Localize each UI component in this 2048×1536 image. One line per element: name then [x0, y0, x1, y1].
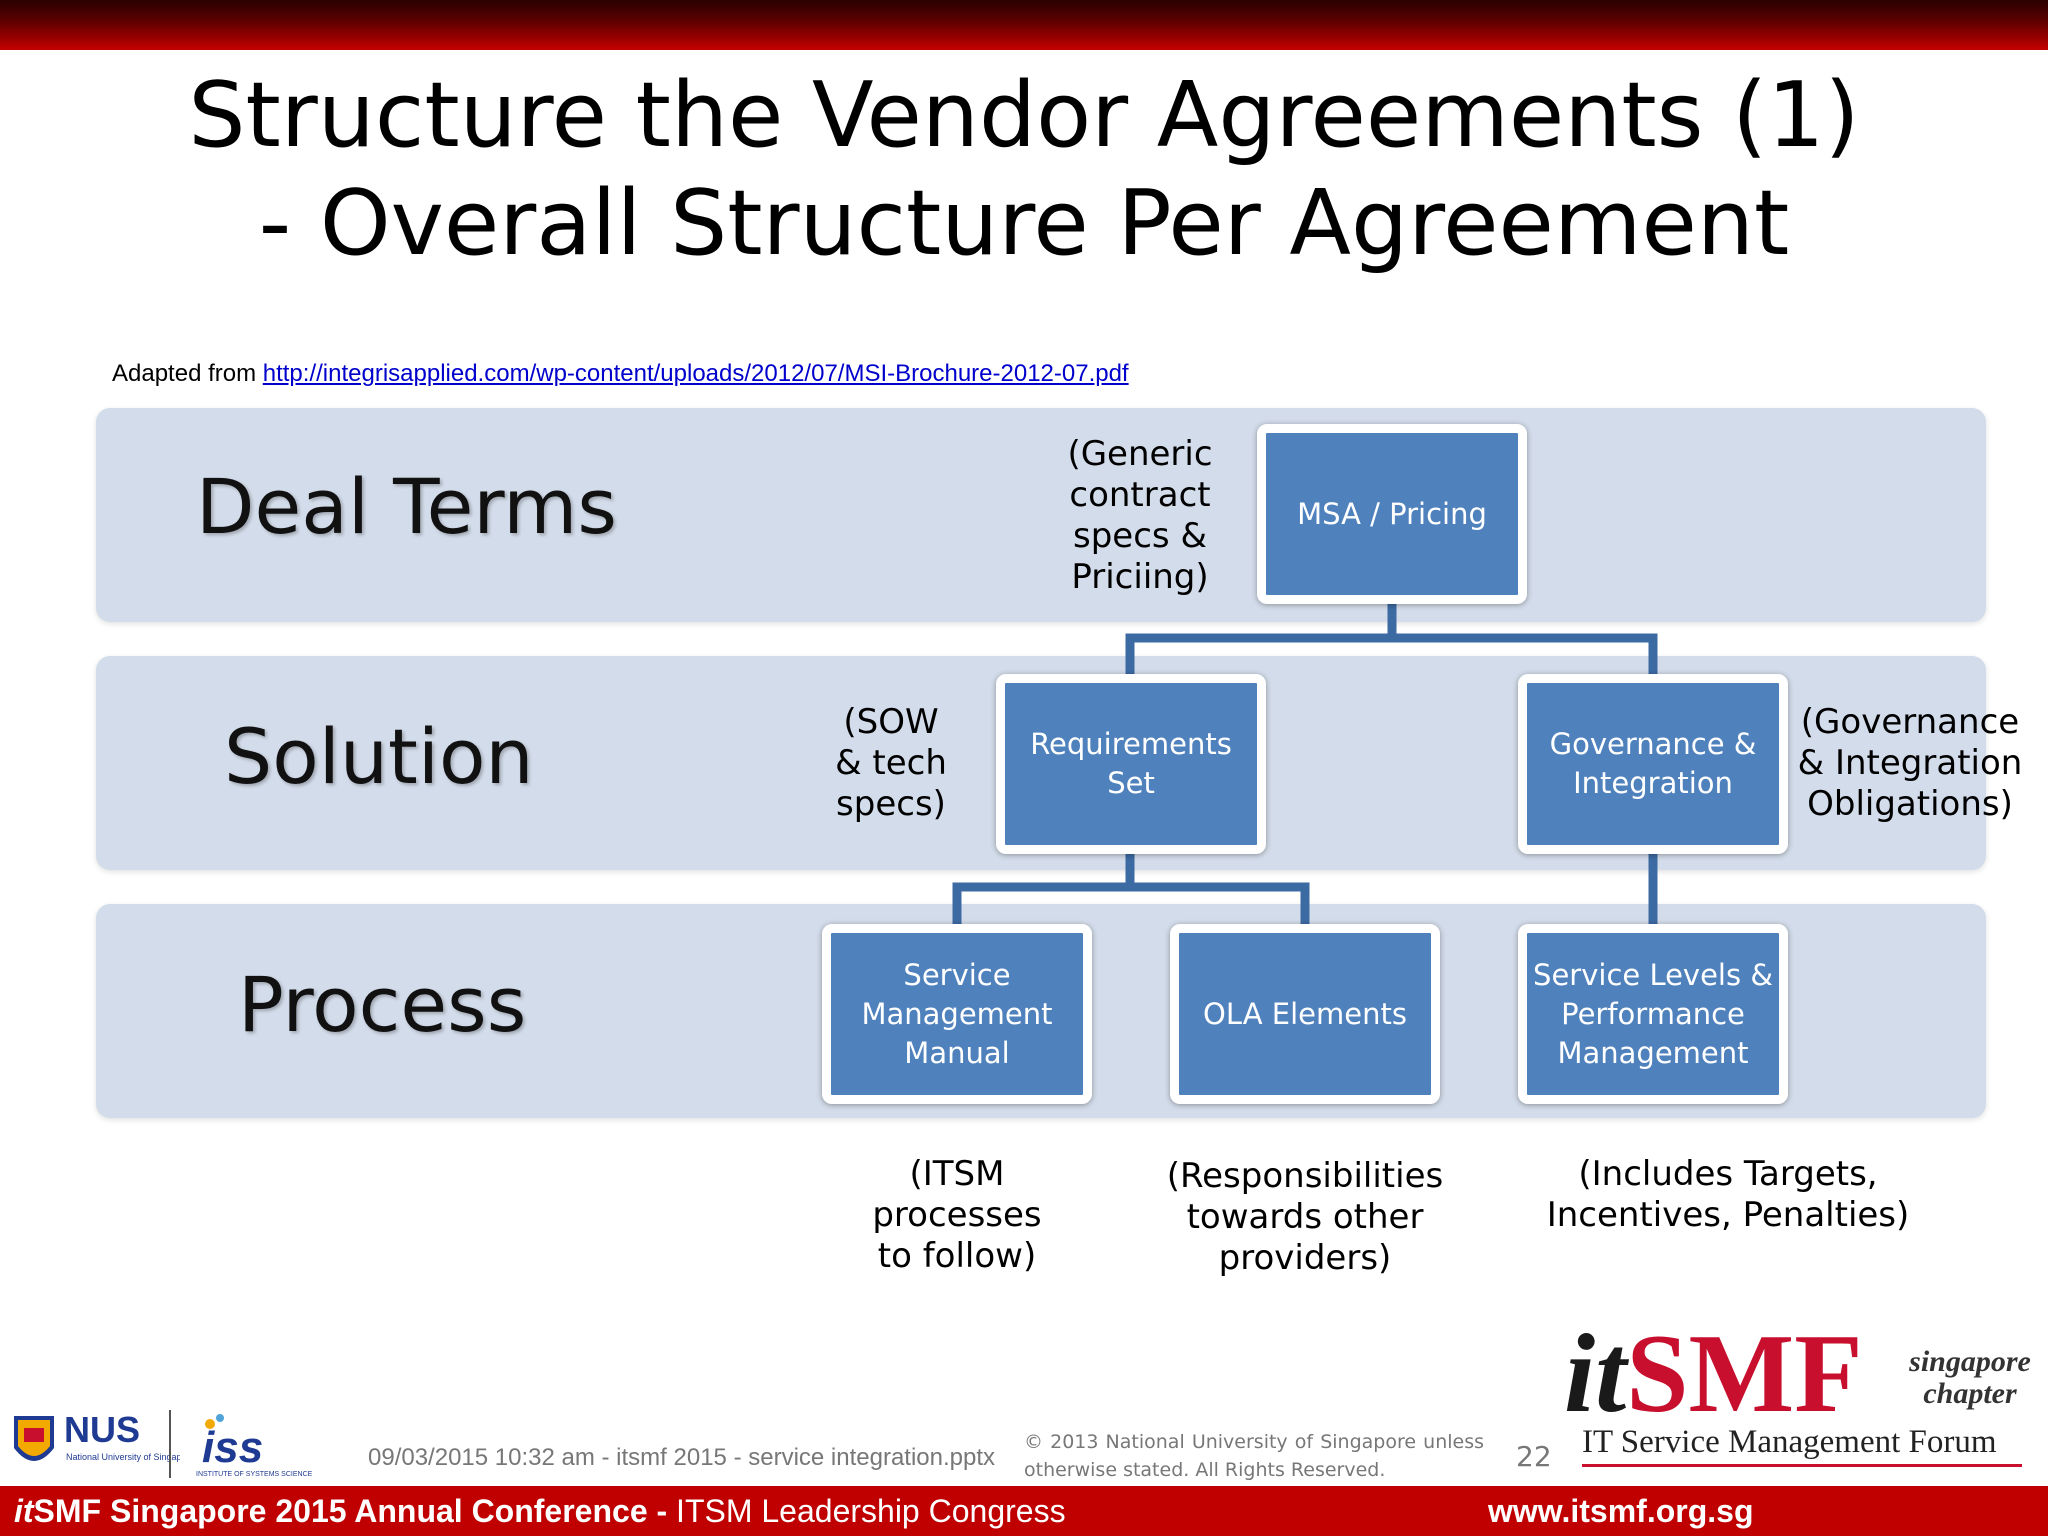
top-accent-bar — [0, 0, 2048, 50]
conference-title: SMF Singapore 2015 Annual Conference - — [33, 1493, 677, 1529]
node-service-levels-label: Service Levels & Performance Management — [1533, 957, 1773, 1070]
itsmf-tagline: IT Service Management Forum — [1582, 1424, 1997, 1460]
iss-logo: iss INSTITUTE OF SYSTEMS SCIENCE — [196, 1414, 313, 1478]
slide-title: Structure the Vendor Agreements (1) - Ov… — [0, 62, 2048, 278]
itsmf-wordmark-smf: SMF — [1626, 1312, 1863, 1436]
conference-name: itSMF Singapore 2015 Annual Conference -… — [14, 1486, 1066, 1536]
node-service-levels: Service Levels & Performance Management — [1518, 924, 1788, 1104]
nus-logo-text: NUS — [64, 1409, 140, 1450]
node-service-management-manual-label: Service Management Manual — [861, 957, 1053, 1070]
itsmf-logo: itSMF singapore chapter IT Service Manag… — [1564, 1318, 2040, 1478]
node-requirements-set-label: Requirements Set — [1030, 727, 1232, 800]
node-msa-pricing-label: MSA / Pricing — [1297, 496, 1487, 531]
node-service-management-manual: Service Management Manual — [822, 924, 1092, 1104]
node-ola-elements: OLA Elements — [1170, 924, 1440, 1104]
itsmf-wordmark-it: it — [1564, 1312, 1627, 1436]
footer-copyright: © 2013 National University of Singapore … — [1024, 1431, 1484, 1481]
node-ola-elements-label: OLA Elements — [1203, 996, 1407, 1031]
node-governance-integration-label: Governance & Integration — [1549, 727, 1757, 800]
band-label-solution: Solution — [224, 712, 534, 801]
slide-page-number: 22 — [1516, 1440, 1552, 1473]
node-requirements-set: Requirements Set — [996, 674, 1266, 854]
title-line-1: Structure the Vendor Agreements (1) — [188, 63, 1860, 168]
conference-it: it — [14, 1493, 34, 1529]
note-service-mgmt: (ITSM processes to follow) — [872, 1154, 1042, 1276]
footer-file-info: 09/03/2015 10:32 am - itsmf 2015 - servi… — [368, 1444, 996, 1471]
band-label-deal-terms: Deal Terms — [196, 462, 617, 551]
nus-logo: NUS National University of Singapore — [14, 1409, 180, 1478]
note-service-levels: (Includes Targets, Incentives, Penalties… — [1546, 1154, 1910, 1235]
title-line-2: - Overall Structure Per Agreement — [258, 171, 1790, 276]
band-label-process: Process — [238, 960, 527, 1049]
source-link[interactable]: http://integrisapplied.com/wp-content/up… — [262, 360, 1129, 387]
note-governance: (Governance & Integration Obligations) — [1797, 702, 2023, 824]
conference-congress: ITSM Leadership Congress — [676, 1493, 1066, 1529]
itsmf-chapter-label: singapore chapter — [1909, 1345, 2031, 1410]
node-msa-pricing: MSA / Pricing — [1257, 424, 1527, 604]
itsmf-underline — [1582, 1464, 2022, 1467]
source-attribution: Adapted from http://integrisapplied.com/… — [112, 360, 1129, 388]
nus-logo-subtext: National University of Singapore — [66, 1452, 180, 1462]
itsmf-wordmark: itSMF — [1564, 1318, 1863, 1430]
website-url: www.itsmf.org.sg — [1488, 1493, 1754, 1529]
note-msa: (Generic contract specs & Priciing) — [1067, 434, 1213, 597]
iss-logo-subtext: INSTITUTE OF SYSTEMS SCIENCE — [196, 1471, 313, 1478]
band-deal-terms — [96, 408, 1986, 622]
bottom-banner: itSMF Singapore 2015 Annual Conference -… — [0, 1486, 2048, 1536]
note-ola: (Responsibilities towards other provider… — [1166, 1156, 1444, 1278]
iss-logo-text: iss — [202, 1423, 263, 1472]
note-requirements: (SOW & tech specs) — [835, 702, 947, 824]
source-prefix: Adapted from — [112, 360, 263, 387]
node-governance-integration: Governance & Integration — [1518, 674, 1788, 854]
